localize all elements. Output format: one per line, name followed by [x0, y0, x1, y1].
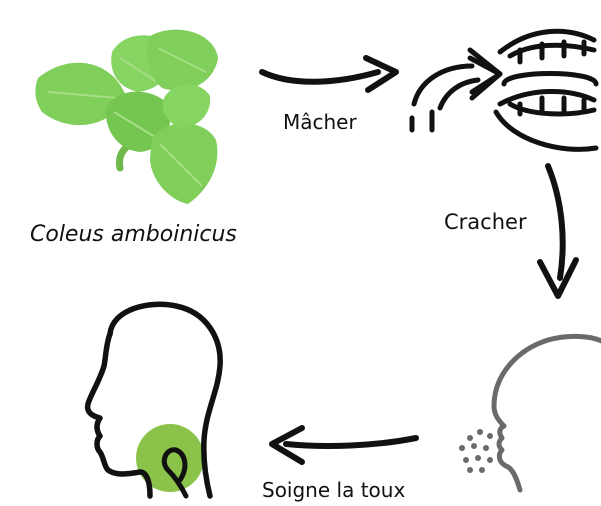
arrow-left: [286, 438, 416, 446]
spitting-head-icon: [459, 336, 601, 490]
step-chew-label: Mâcher: [283, 110, 357, 134]
step-spit-label: Cracher: [444, 210, 527, 234]
coleus-leaves-icon: [35, 30, 218, 204]
arrow-down: [548, 166, 563, 278]
open-mouth-icon: [412, 31, 596, 149]
plant-name-label: Coleus amboinicus: [30, 222, 237, 247]
leaf: [150, 123, 217, 204]
step-cure-label: Soigne la toux: [262, 478, 405, 502]
arrow-right: [262, 72, 378, 82]
throat-head-icon: [88, 304, 221, 496]
